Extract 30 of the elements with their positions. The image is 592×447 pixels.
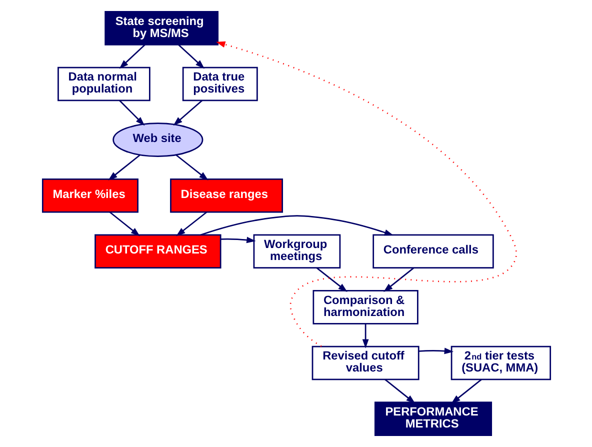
arrow: [450, 379, 482, 404]
node-box: Marker %iles: [41, 178, 138, 213]
arrow: [175, 154, 208, 180]
node-box: Data true positives: [182, 66, 258, 102]
arrow: [172, 100, 202, 126]
node-box: PERFORMANCE METRICS: [374, 402, 492, 436]
node-box: State screening by MS/MS: [104, 11, 218, 46]
node-box: Revised cutoff values: [311, 346, 419, 380]
arrow: [384, 379, 415, 404]
arrow: [118, 100, 144, 126]
arrow: [382, 267, 414, 292]
arrow: [176, 212, 207, 236]
arrow: [108, 154, 140, 180]
arrow: [178, 44, 204, 69]
node-ellipse: Web site: [112, 122, 203, 157]
node-box: Disease ranges: [170, 178, 282, 213]
node-box: Comparison & harmonization: [312, 290, 418, 324]
arrow: [108, 212, 140, 236]
arrow: [220, 236, 256, 244]
arrow: [118, 44, 145, 69]
node-box: CUTOFF RANGES: [94, 234, 221, 269]
arrow: [216, 41, 516, 347]
arrow: [316, 267, 347, 292]
node-box: Workgroup meetings: [252, 234, 340, 269]
arrow: [418, 348, 454, 354]
node-box: Conference calls: [372, 234, 494, 269]
arrow: [200, 215, 394, 236]
arrow: [362, 324, 368, 348]
node-box: Data normal population: [57, 66, 150, 102]
node-box: 2nd tier tests (SUAC, MMA): [450, 346, 551, 380]
